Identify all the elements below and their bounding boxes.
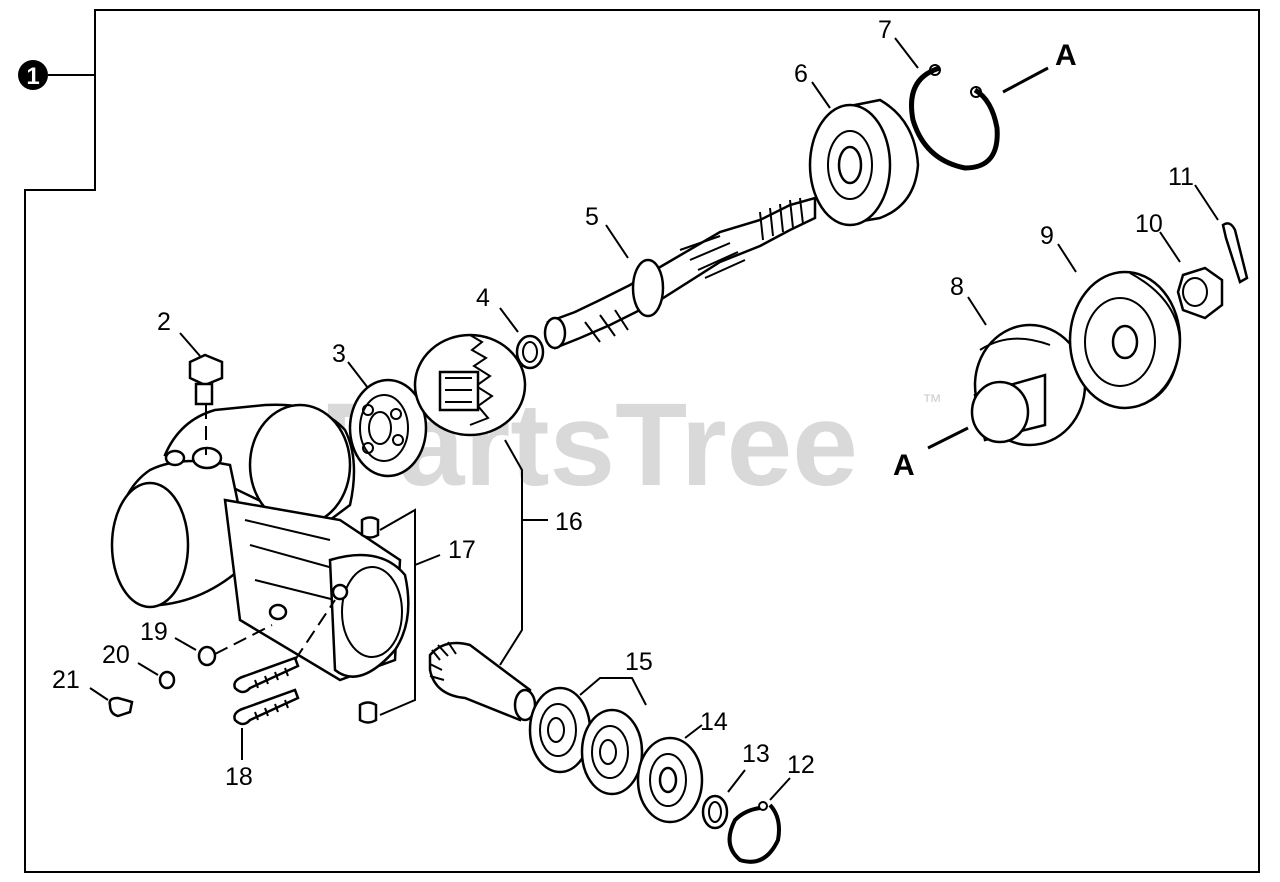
part-17-shims: 17 bbox=[358, 508, 476, 724]
part-9-cover-plate: 9 bbox=[1040, 222, 1182, 410]
label-15: 15 bbox=[625, 648, 653, 676]
label-21: 21 bbox=[52, 666, 80, 694]
label-18: 18 bbox=[225, 763, 253, 791]
label-3: 3 bbox=[332, 340, 346, 368]
part-3-bearing: 3 bbox=[332, 340, 428, 478]
label-16: 16 bbox=[555, 508, 583, 536]
label-13: 13 bbox=[742, 740, 770, 768]
label-20: 20 bbox=[102, 641, 130, 669]
label-17: 17 bbox=[448, 536, 476, 564]
reference-a-bottom: A bbox=[893, 426, 969, 482]
reference-a-top-label: A bbox=[1055, 39, 1077, 72]
part-14-bearing: 14 bbox=[636, 708, 728, 824]
part-15-bearings: 15 bbox=[528, 648, 653, 796]
group-badge: 1 bbox=[18, 60, 95, 90]
reference-a-bottom-label: A bbox=[893, 449, 915, 482]
label-6: 6 bbox=[794, 60, 808, 88]
part-6-bearing: 6 bbox=[794, 60, 920, 227]
part-5-shaft: 5 bbox=[543, 196, 817, 350]
reference-a-top: A bbox=[1002, 39, 1077, 94]
part-2-bolt: 2 bbox=[157, 308, 224, 455]
part-16-pinion-gear bbox=[428, 641, 537, 722]
label-5: 5 bbox=[585, 203, 599, 231]
group-number: 1 bbox=[26, 63, 39, 90]
label-12: 12 bbox=[787, 751, 815, 779]
label-4: 4 bbox=[476, 284, 490, 312]
part-4-snap-ring: 4 bbox=[476, 284, 545, 370]
part-7-circlip: 7 bbox=[878, 16, 1000, 171]
label-19: 19 bbox=[140, 618, 168, 646]
part-10-nut: 10 bbox=[1135, 210, 1224, 320]
part-18-screws: 18 bbox=[225, 599, 336, 791]
part-16-callout: 16 bbox=[499, 439, 583, 666]
gear-case-housing bbox=[110, 403, 410, 682]
label-9: 9 bbox=[1040, 222, 1054, 250]
part-8-holder: 8 bbox=[950, 273, 1087, 447]
part-20-lock-washer: 20 bbox=[102, 641, 176, 690]
part-13-snap-ring: 13 bbox=[701, 740, 770, 830]
part-21-screw: 21 bbox=[52, 666, 134, 718]
part-19-washer: 19 bbox=[140, 618, 273, 667]
label-11: 11 bbox=[1168, 163, 1194, 191]
diagram-frame bbox=[24, 9, 1260, 873]
watermark-trademark: ™ bbox=[922, 391, 942, 413]
part-12-circlip: 12 bbox=[727, 751, 815, 864]
part-16-bevel-gear-large bbox=[413, 333, 527, 437]
label-7: 7 bbox=[878, 16, 892, 44]
label-14: 14 bbox=[700, 708, 728, 736]
label-8: 8 bbox=[950, 273, 964, 301]
label-2: 2 bbox=[157, 308, 171, 336]
label-10: 10 bbox=[1135, 210, 1163, 238]
part-11-cotter-pin: 11 bbox=[1168, 163, 1249, 284]
